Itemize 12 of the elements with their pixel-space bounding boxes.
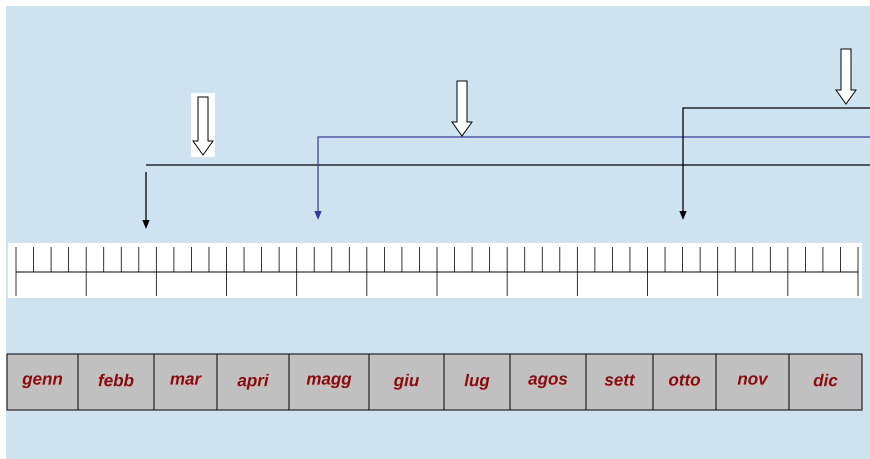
month-cell: agos	[510, 354, 586, 410]
month-cell: genn	[6, 354, 78, 410]
month-cell: apri	[216, 354, 290, 410]
month-cell: lug	[444, 354, 510, 410]
month-cell: dic	[788, 354, 862, 410]
month-cell: giu	[368, 354, 444, 410]
month-cell: mar	[154, 354, 218, 410]
month-cell: otto	[652, 354, 716, 410]
month-cell: nov	[716, 354, 790, 410]
month-cell: febb	[78, 354, 154, 410]
month-cell: magg	[288, 354, 370, 410]
month-cell: sett	[586, 354, 654, 410]
